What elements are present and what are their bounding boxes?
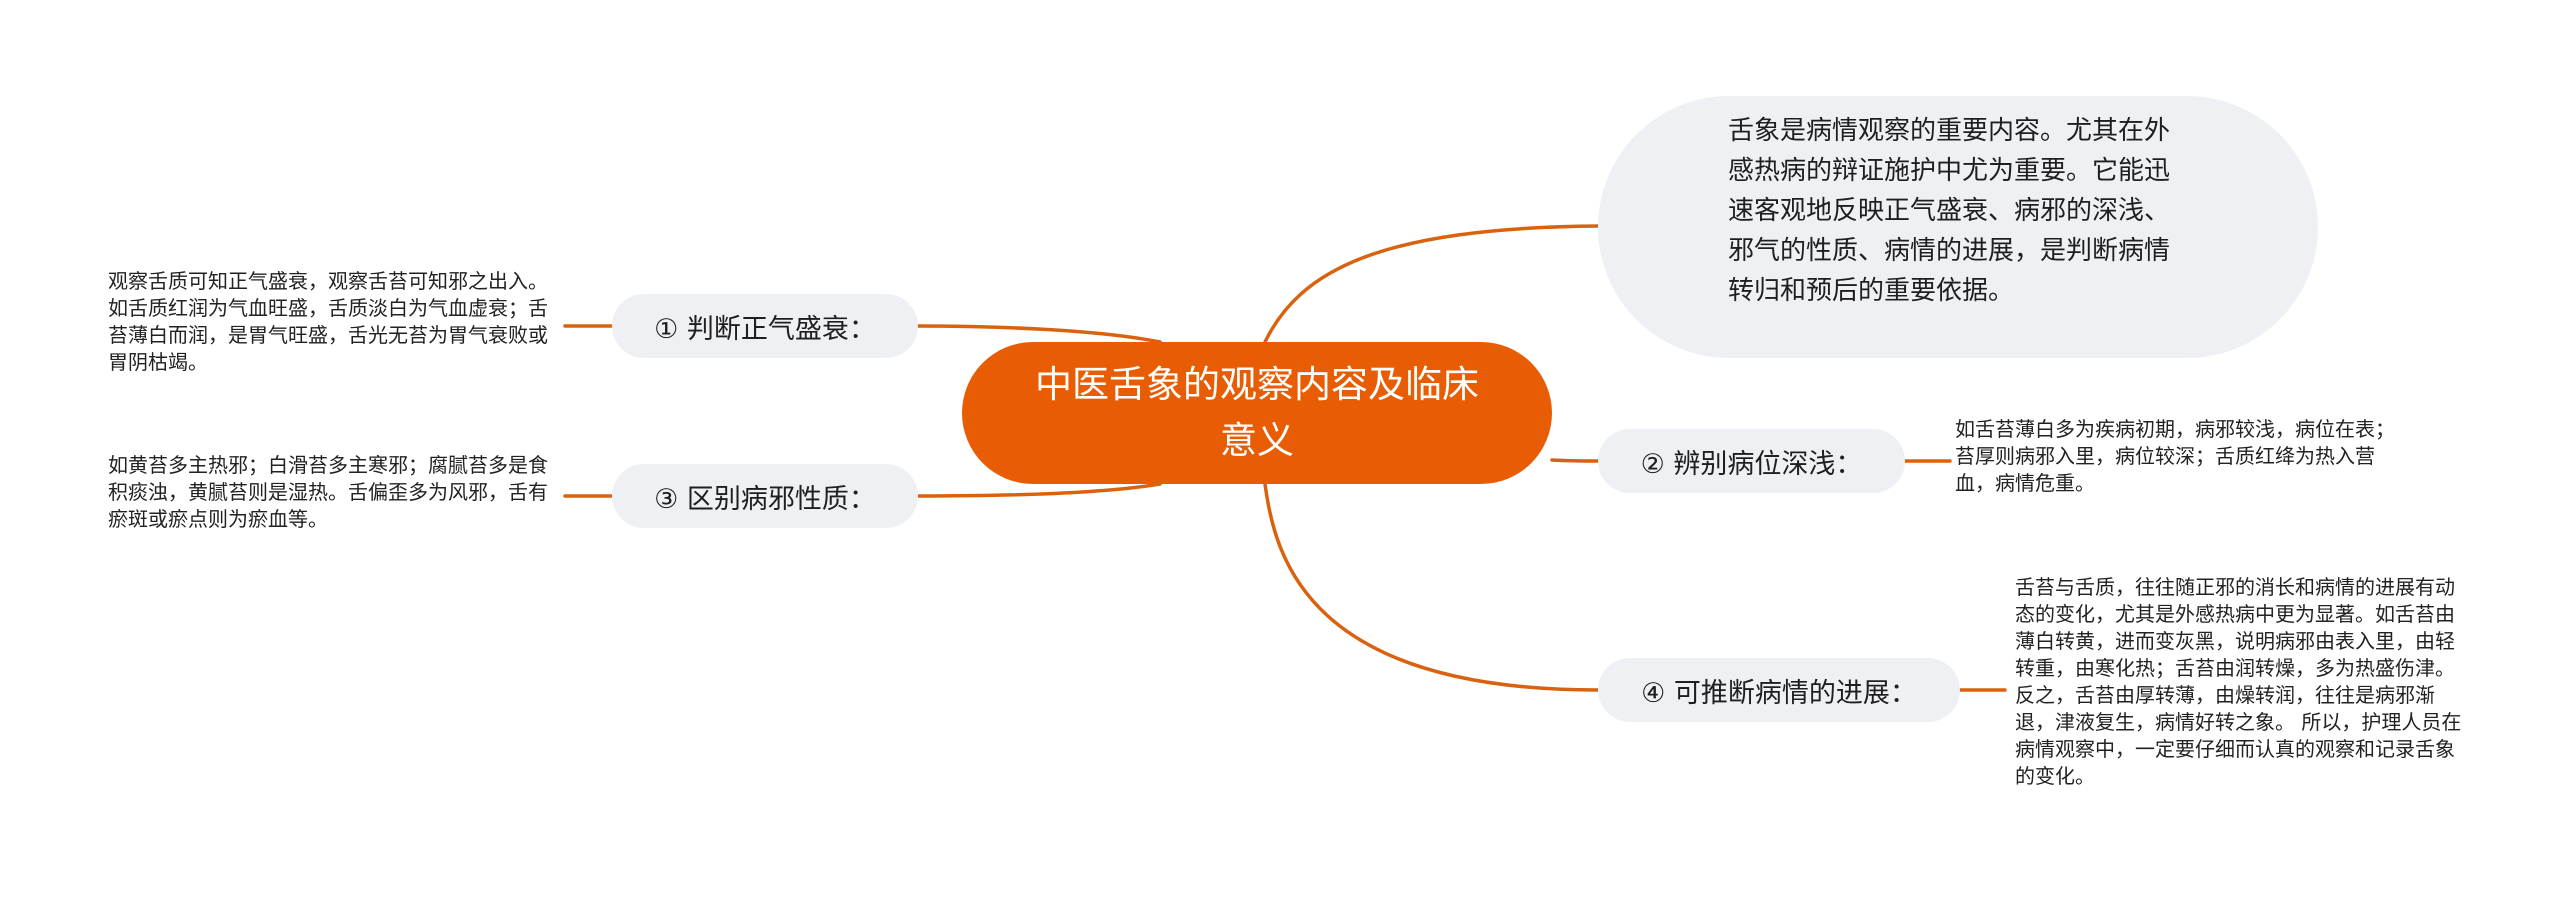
branch-4[interactable]: ④ 可推断病情的进展： [1598,658,1960,722]
branch-3[interactable]: ③ 区别病邪性质： [612,464,918,528]
branch-1-label: ① 判断正气盛衰： [654,313,876,345]
branch-1-detail: 观察舌质可知正气盛衰，观察舌苔可知邪之出入。如舌质红润为气血旺盛，舌质淡白为气血… [108,269,548,374]
link-root-branch-4 [1263,482,1600,692]
link-root-branch-2 [1550,458,1600,463]
root-topic[interactable]: 中医舌象的观察内容及临床意义 [962,342,1552,484]
branch-4-label: ④ 可推断病情的进展： [1641,677,1917,709]
link-root-branch-1 [916,324,1162,344]
branch-2-label: ② 辨别病位深浅： [1640,448,1863,480]
branch-2-detail: 如舌苔薄白多为疾病初期，病邪较浅，病位在表；苔厚则病邪入里，病位较深；舌质红绛为… [1955,417,2395,495]
summary-bubble[interactable]: 舌象是病情观察的重要内容。尤其在外感热病的辩证施护中尤为重要。它能迅速客观地反映… [1598,96,2318,358]
root-title: 中医舌象的观察内容及临床意义 [1035,363,1479,462]
branch-1[interactable]: ① 判断正气盛衰： [612,294,918,358]
branch-4-detail: 舌苔与舌质，往往随正邪的消长和病情的进展有动态的变化，尤其是外感热病中更为显著。… [2015,575,2462,788]
link-root-branch-3 [916,482,1162,498]
summary-text: 舌象是病情观察的重要内容。尤其在外感热病的辩证施护中尤为重要。它能迅速客观地反映… [1728,116,2171,306]
branch-2[interactable]: ② 辨别病位深浅： [1598,429,1905,493]
branch-3-label: ③ 区别病邪性质： [654,483,876,515]
link-root-summary [1263,224,1600,344]
branch-3-detail: 如黄苔多主热邪；白滑苔多主寒邪；腐腻苔多是食积痰浊，黄腻苔则是湿热。舌偏歪多为风… [108,453,548,531]
